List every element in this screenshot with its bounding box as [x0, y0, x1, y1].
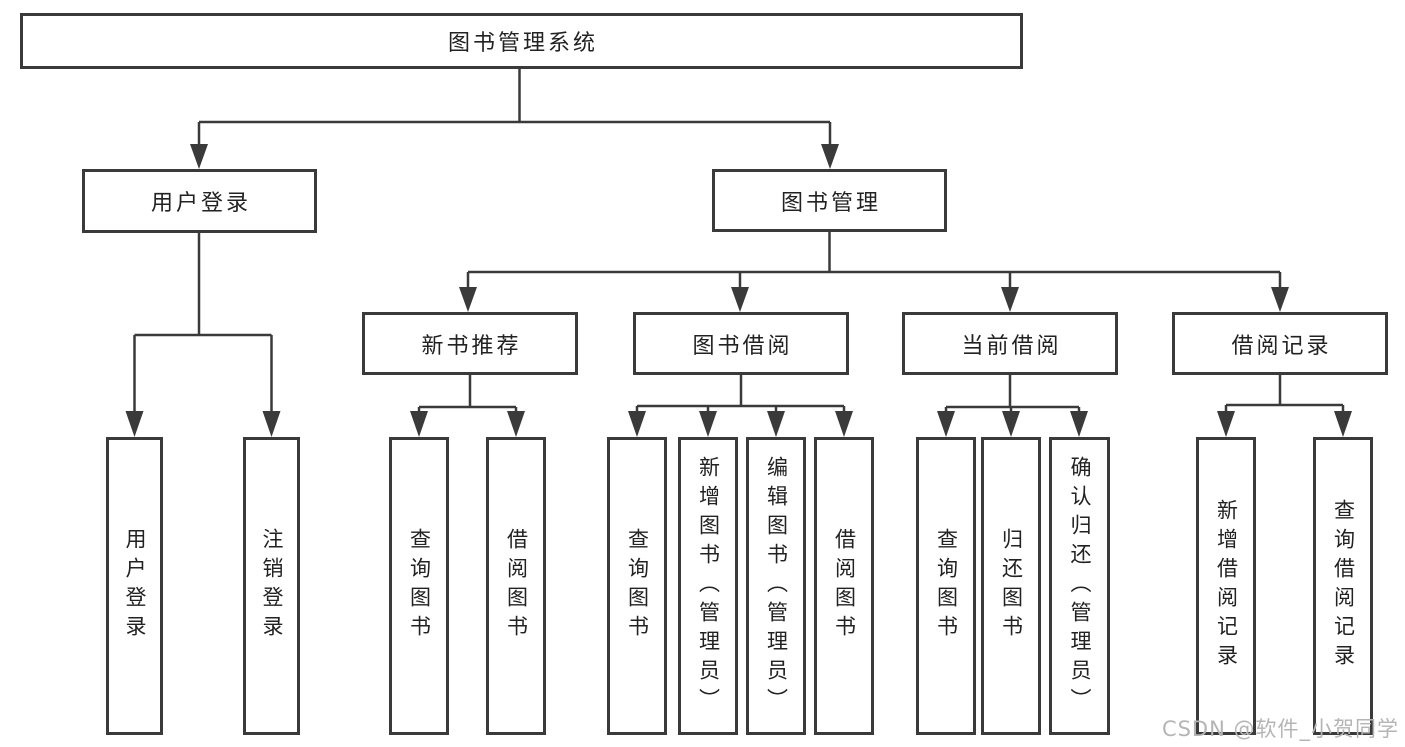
leaf-label: 借阅图书 [504, 528, 529, 644]
leaf-edit-book-admin: 编辑图书（管理员） [746, 437, 806, 735]
leaf-label: 查询图书 [625, 528, 650, 644]
leaf-borrow-books-1: 借阅图书 [486, 437, 546, 735]
leaf-label: 用户登录 [123, 528, 147, 644]
leaf-label: 查询图书 [934, 528, 959, 644]
leaf-label: 查询图书 [407, 528, 432, 644]
leaf-label: 新增图书（管理员） [696, 455, 721, 717]
leaf-add-borrow-record: 新增借阅记录 [1196, 437, 1256, 735]
leaf-label: 确认归还（管理员） [1068, 455, 1092, 717]
leaf-label: 注销登录 [260, 528, 284, 644]
leaf-label: 编辑图书（管理员） [764, 455, 789, 717]
leaf-return-books: 归还图书 [981, 437, 1041, 735]
leaf-logout: 注销登录 [243, 437, 300, 735]
node-new-book-recommend: 新书推荐 [362, 312, 578, 375]
leaf-add-book-admin: 新增图书（管理员） [678, 437, 738, 735]
node-borrow-records: 借阅记录 [1172, 312, 1388, 375]
leaf-label: 归还图书 [999, 528, 1024, 644]
leaf-label: 新增借阅记录 [1214, 499, 1239, 673]
leaf-query-borrow-record: 查询借阅记录 [1313, 437, 1373, 735]
leaf-user-login: 用户登录 [106, 437, 163, 735]
node-book-management: 图书管理 [712, 169, 947, 232]
node-book-borrow: 图书借阅 [633, 312, 849, 375]
leaf-query-books-2: 查询图书 [607, 437, 667, 735]
leaf-query-books-1: 查询图书 [389, 437, 449, 735]
leaf-label: 查询借阅记录 [1331, 499, 1356, 673]
node-current-borrow: 当前借阅 [902, 312, 1118, 375]
leaf-borrow-books-2: 借阅图书 [814, 437, 874, 735]
node-user-login: 用户登录 [82, 169, 317, 233]
csdn-watermark: CSDN @软件_小贺同学 [1161, 717, 1399, 741]
leaf-label: 借阅图书 [832, 528, 857, 644]
leaf-query-books-3: 查询图书 [916, 437, 976, 735]
node-root-system: 图书管理系统 [20, 13, 1023, 69]
leaf-confirm-return-admin: 确认归还（管理员） [1049, 437, 1110, 735]
